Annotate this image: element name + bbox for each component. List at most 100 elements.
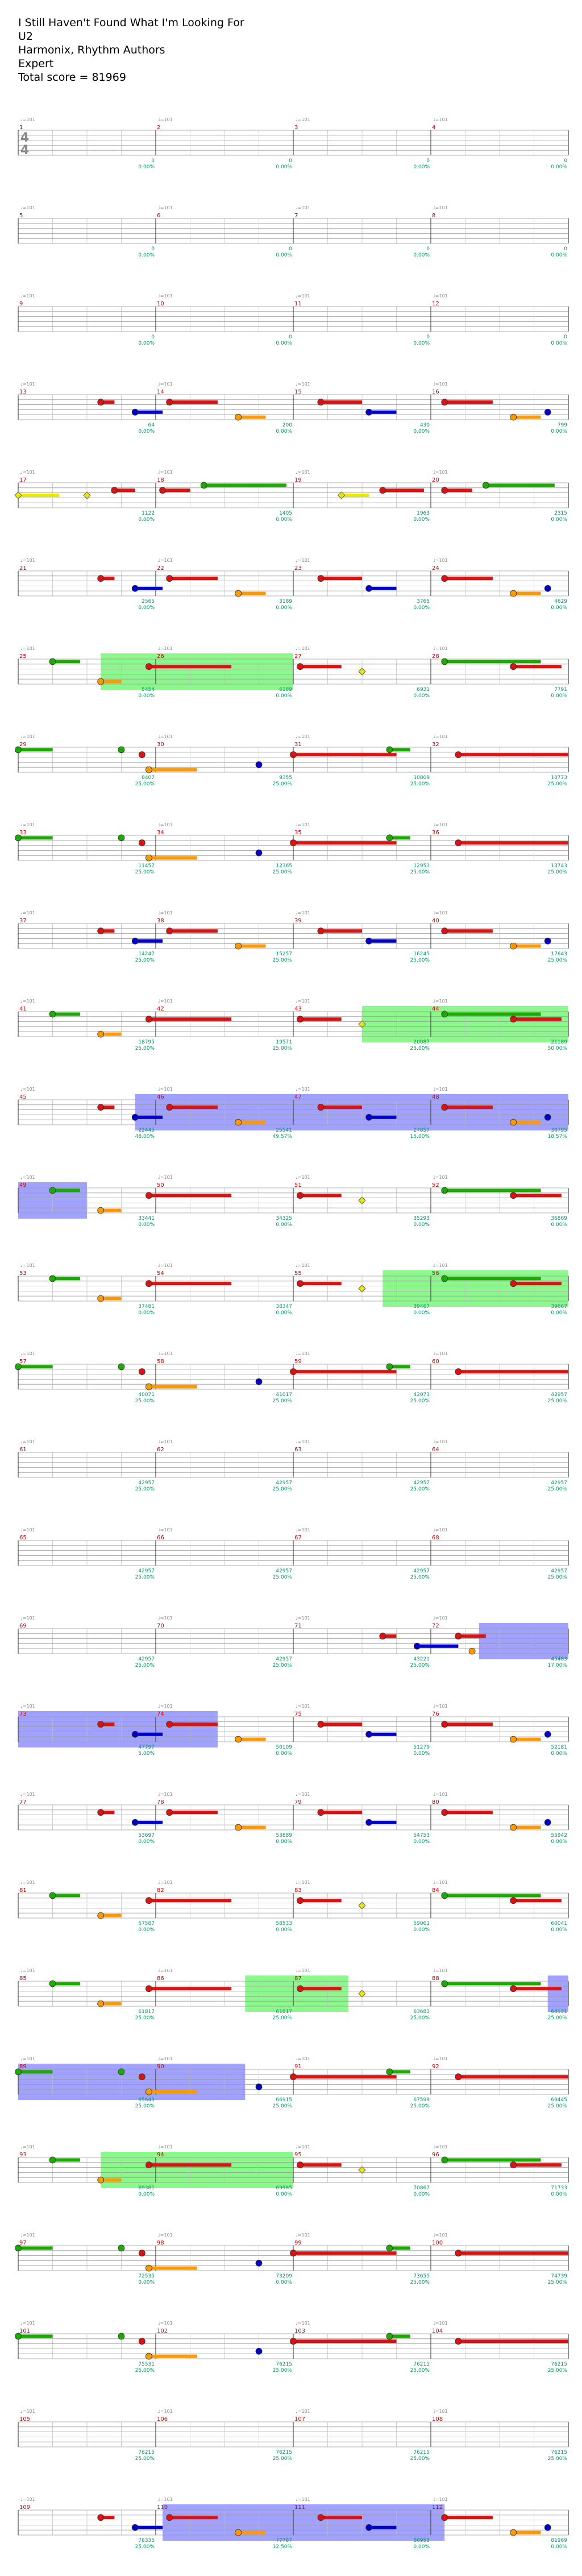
measure-percent: 0.00% (413, 2544, 430, 2550)
measure-percent: 0.00% (276, 1751, 292, 1757)
measure-number: 31 (294, 742, 302, 748)
measure-score: 18795 (138, 1039, 155, 1045)
measure-score: 0 (151, 246, 155, 252)
blue-sustain (135, 2525, 163, 2529)
yellow-note (358, 1902, 366, 1910)
measure-percent: 0.00% (551, 693, 567, 699)
measure-score: 799 (558, 423, 567, 428)
red-note (145, 1897, 152, 1904)
blue-note (544, 2524, 551, 2531)
red-note (138, 2338, 146, 2345)
orange-note (510, 1119, 517, 1126)
orange-note (468, 1647, 476, 1655)
tempo-label: ♩=101 (158, 2409, 173, 2414)
measure-percent: 25.00% (135, 1663, 155, 1668)
red-note (510, 1192, 517, 1199)
measure-number: 78 (157, 1799, 164, 1805)
measure-score: 0 (151, 158, 155, 164)
orange-sustain (148, 2266, 197, 2270)
measure-percent: 25.00% (135, 869, 155, 875)
red-sustain (148, 665, 232, 669)
measure-score: 1122 (142, 511, 155, 516)
measure-number: 59 (294, 1359, 302, 1365)
red-sustain (458, 753, 568, 757)
measure-number: 49 (19, 1182, 27, 1188)
measure-percent: 0.00% (551, 252, 567, 258)
orange-sustain (238, 1825, 266, 1829)
measure-percent: 25.00% (548, 2103, 568, 2109)
measure-percent: 25.00% (410, 2280, 430, 2285)
blue-note (131, 937, 139, 945)
green-note (386, 2244, 393, 2252)
tempo-label: ♩=101 (433, 1351, 448, 1356)
measure-percent: 0.00% (413, 252, 430, 258)
tempo-label: ♩=101 (20, 646, 35, 651)
measure-score: 3765 (417, 599, 430, 604)
measure-score: 12365 (276, 863, 292, 869)
red-sustain (163, 488, 190, 492)
orange-note (97, 2176, 105, 2184)
measure-score: 42957 (551, 1392, 567, 1398)
red-note (317, 399, 325, 406)
measure-percent: 0.00% (276, 429, 292, 434)
measure-number: 72 (432, 1623, 439, 1629)
measure-number: 74 (157, 1711, 164, 1717)
measure-number: 8 (432, 213, 435, 219)
red-note (379, 487, 386, 494)
measure-score: 42957 (138, 1568, 155, 1574)
measure-number: 14 (157, 389, 164, 395)
measure-percent: 25.00% (410, 1575, 430, 1580)
orange-sustain (101, 1208, 122, 1212)
red-sustain (148, 1194, 232, 1198)
measure-percent: 25.00% (135, 958, 155, 963)
measure-score: 430 (420, 423, 430, 428)
measure-score: 30795 (551, 1128, 567, 1133)
red-note (145, 1280, 152, 1287)
red-note (297, 2161, 304, 2169)
red-sustain (101, 929, 115, 933)
red-note (455, 1633, 462, 1640)
red-sustain (458, 2075, 568, 2079)
red-sustain (444, 1105, 493, 1109)
yellow-note (14, 491, 22, 499)
orange-note (510, 1824, 517, 1831)
measure-percent: 0.00% (551, 517, 567, 523)
song-header: I Still Haven't Found What I'm Looking F… (18, 16, 244, 84)
red-note (290, 1368, 297, 1376)
red-note (290, 2250, 297, 2257)
measure-score: 61817 (276, 2009, 292, 2015)
green-note (441, 658, 448, 665)
measure-number: 95 (294, 2152, 302, 2158)
tempo-label: ♩=101 (296, 1175, 310, 1180)
blue-note (365, 585, 372, 592)
tempo-label: ♩=101 (433, 734, 448, 739)
red-sustain (169, 2516, 218, 2520)
green-sustain (18, 748, 53, 752)
tempo-label: ♩=101 (296, 1968, 310, 1973)
overdrive-region (101, 2152, 293, 2188)
tempo-label: ♩=101 (296, 2321, 310, 2326)
tempo-label: ♩=101 (20, 1792, 35, 1797)
tempo-label: ♩=101 (158, 1792, 173, 1797)
green-sustain (52, 1188, 80, 1192)
chart-authors: Harmonix, Rhythm Authors (18, 44, 165, 56)
measure-score: 19571 (276, 1039, 292, 1045)
tempo-label: ♩=101 (158, 382, 173, 387)
red-note (317, 575, 325, 582)
tempo-label: ♩=101 (158, 293, 173, 299)
green-note (441, 2156, 448, 2164)
measure-percent: 25.00% (410, 1486, 430, 1492)
measure-number: 44 (432, 1006, 439, 1012)
measure-score: 21189 (551, 1039, 567, 1045)
measure-number: 69 (19, 1623, 27, 1629)
orange-sustain (148, 1385, 197, 1389)
measure-number: 75 (294, 1711, 302, 1717)
measure-score: 42957 (276, 1480, 292, 1486)
measure-score: 80953 (413, 2538, 430, 2544)
orange-sustain (238, 944, 266, 948)
red-note (97, 927, 105, 935)
red-note (510, 663, 517, 670)
tempo-label: ♩=101 (20, 1439, 35, 1444)
green-sustain (389, 836, 410, 840)
tempo-label: ♩=101 (20, 2409, 35, 2414)
